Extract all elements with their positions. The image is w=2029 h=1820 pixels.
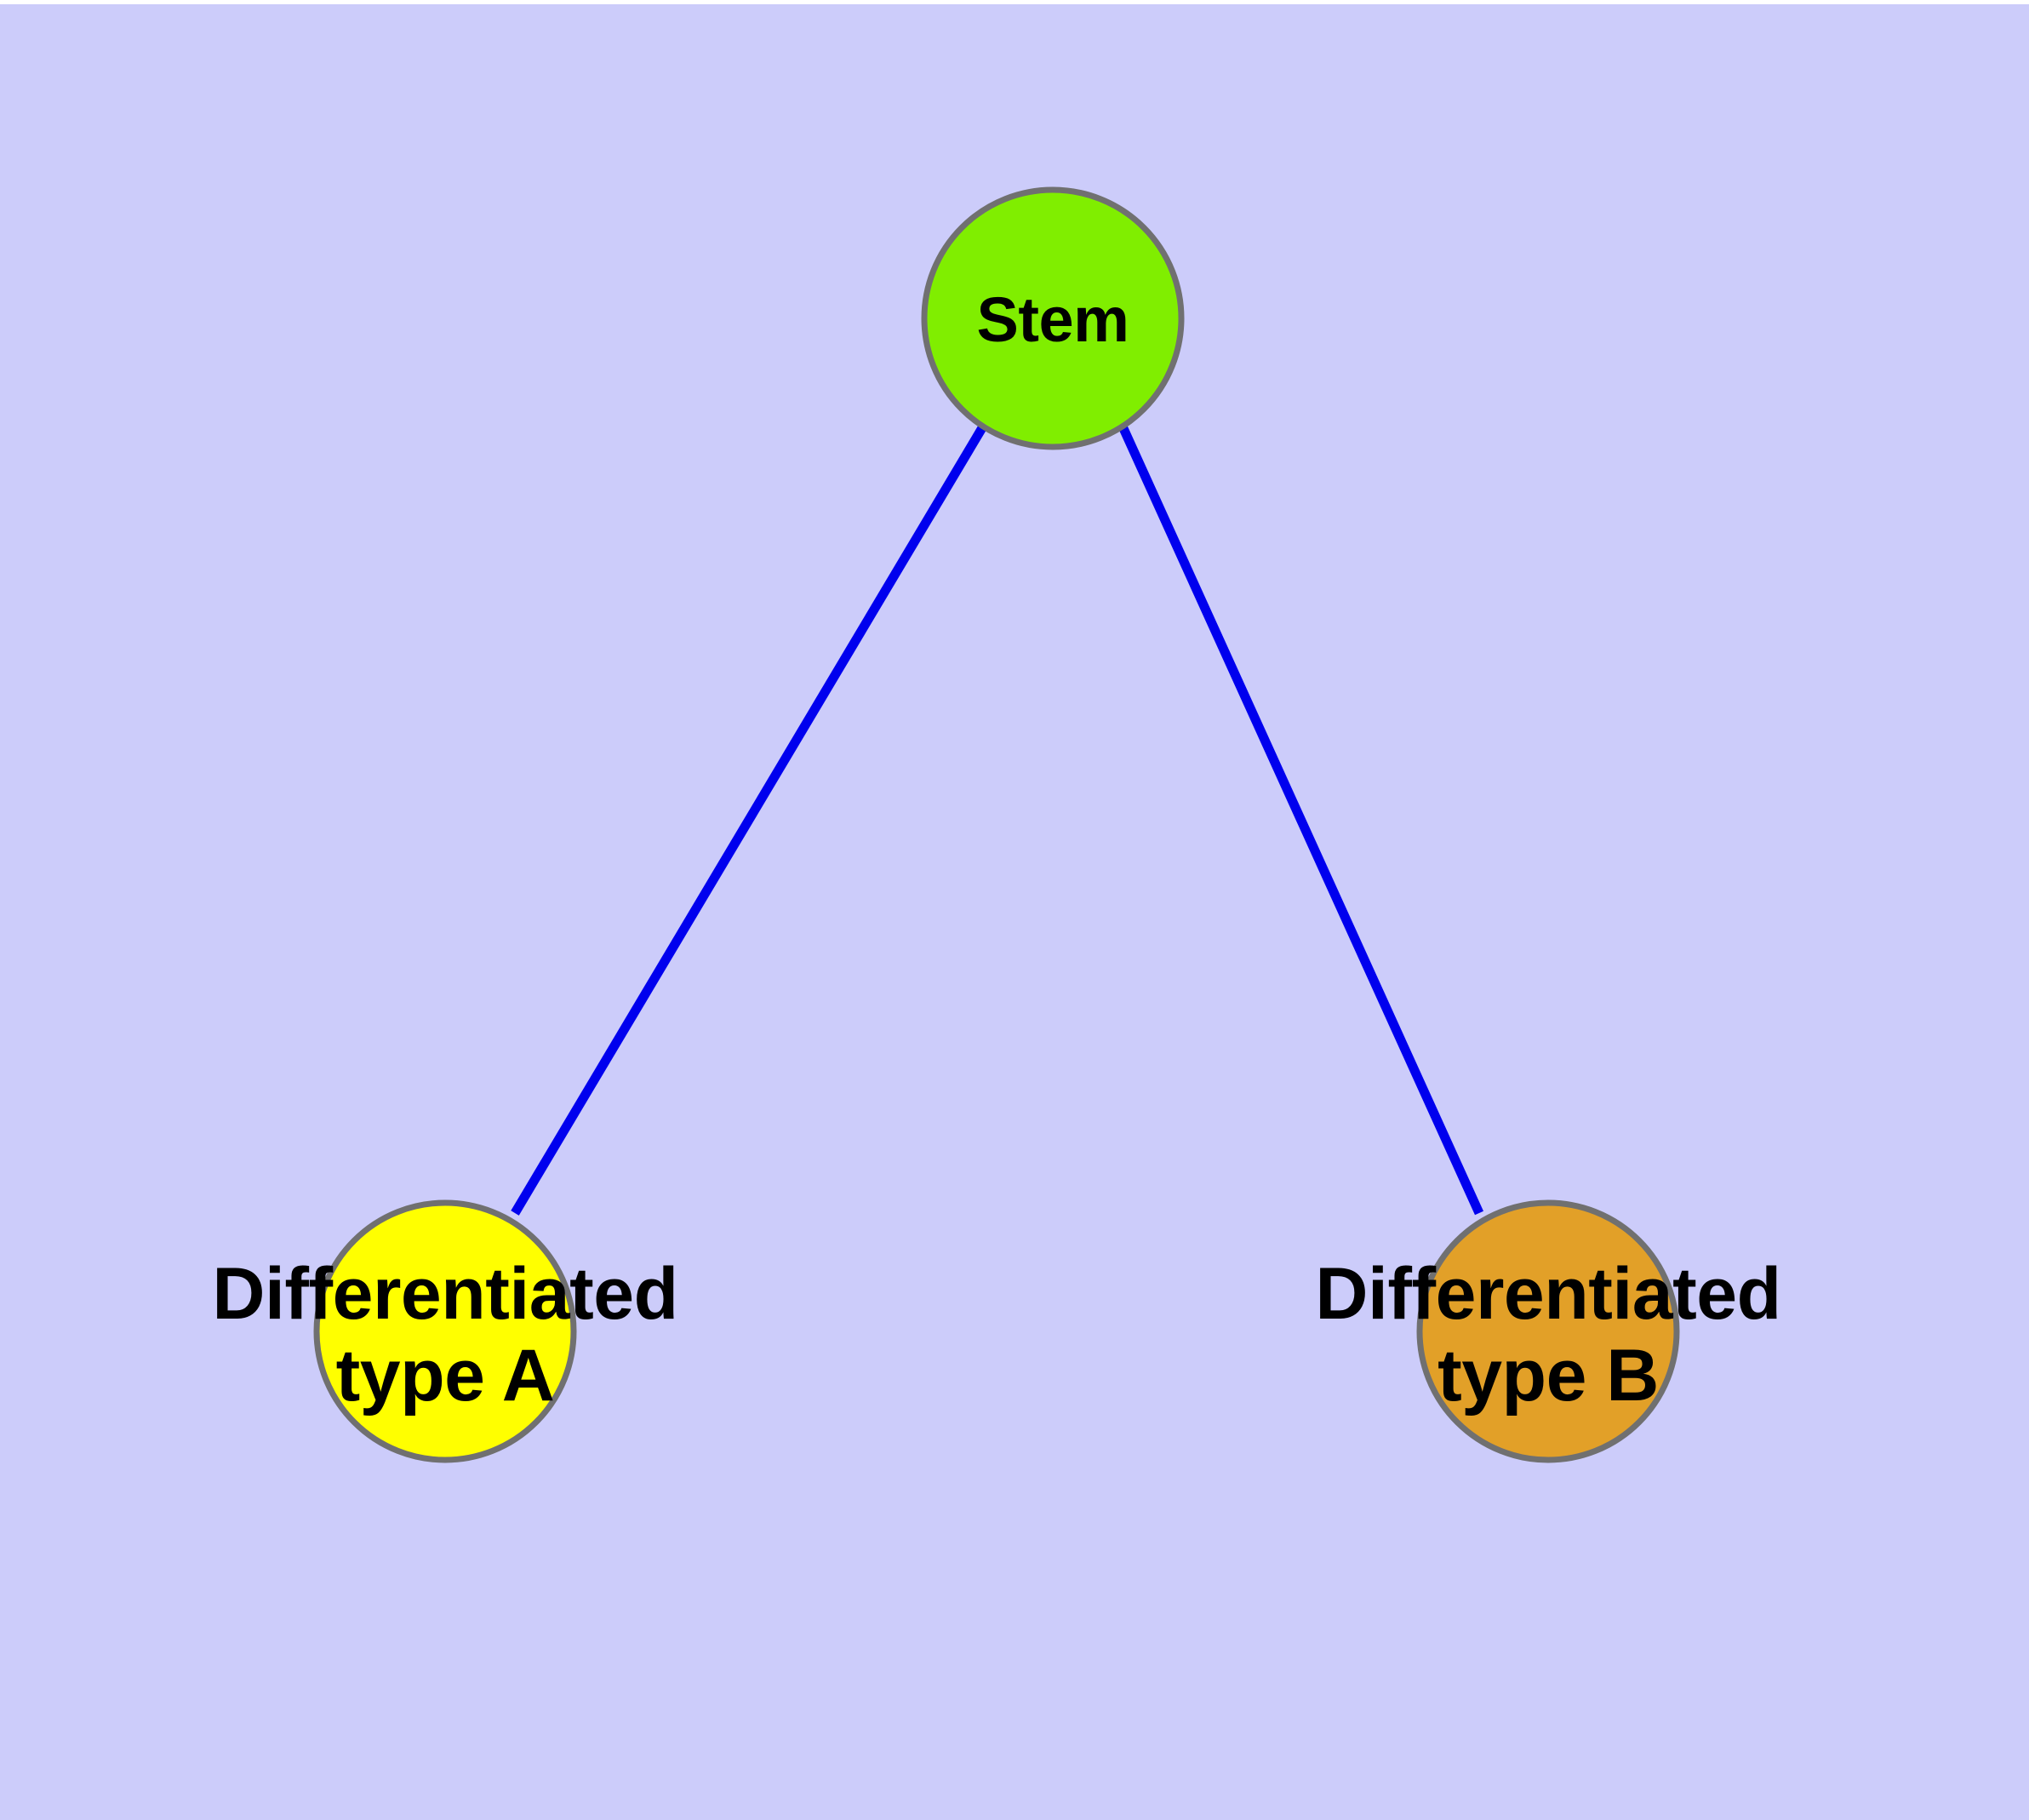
- graph-svg: [313, 186, 1680, 1463]
- graph-background: Stem Differentiated type A Differentiate…: [0, 4, 2029, 1820]
- edge-stem-to-diff-b: [1117, 424, 1484, 1216]
- node-layer: [313, 186, 1680, 1463]
- node-stem[interactable]: [921, 186, 1185, 450]
- node-differentiated-type-b[interactable]: [1416, 1199, 1680, 1463]
- edge-layer: [511, 424, 1484, 1216]
- edge-stem-to-diff-a: [511, 424, 987, 1216]
- node-differentiated-type-a[interactable]: [313, 1199, 577, 1463]
